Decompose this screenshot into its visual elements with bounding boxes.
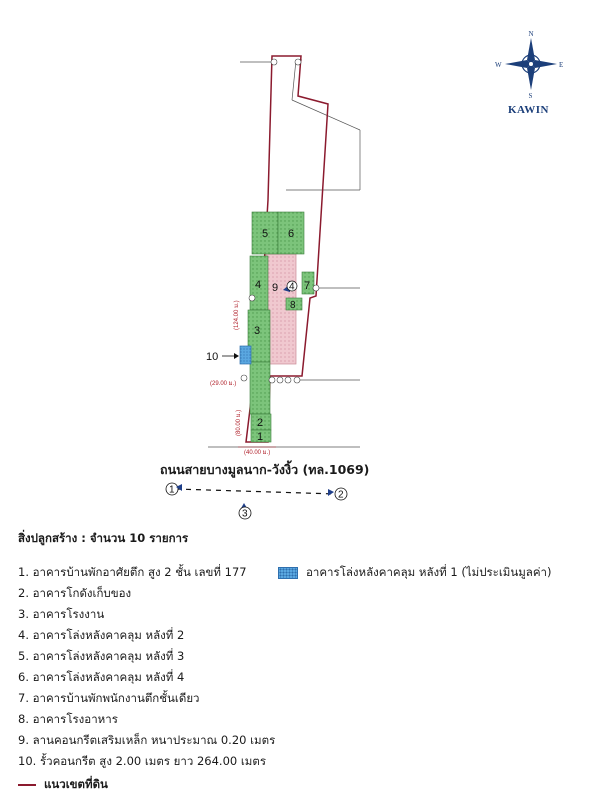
legend-item-1: 1. อาคารบ้านพักอาศัยตึก สูง 2 ชั้น เลขที… (18, 562, 588, 583)
dimension-29m: (29.00 ม.) (210, 381, 236, 387)
legend-item-9: 9. ลานคอนกรีตเสริมเหล็ก หนาประมาณ 0.20 เ… (18, 733, 276, 747)
legend-boundary-text: แนวเขตที่ดิน (44, 777, 108, 791)
compass-n: N (529, 30, 534, 38)
label-building-4: 4 (255, 279, 261, 291)
photo-point-3-label: 3 (242, 509, 248, 520)
label-building-6: 6 (288, 228, 294, 240)
label-building-8: 8 (290, 300, 296, 311)
road-name: ถนนสายบางมูลนาก-วังงิ้ว (ทล.1069) (160, 462, 370, 477)
photo-point-3: 3 (238, 503, 252, 520)
compass-s: S (529, 92, 533, 100)
legend-item-3: 3. อาคารโรงงาน (18, 607, 105, 621)
label-item-10: 10 (206, 351, 218, 363)
brand-label: KAWIN (508, 104, 550, 116)
label-building-9: 9 (272, 282, 278, 294)
legend-title: สิ่งปลูกสร้าง : จำนวน 10 รายการ (18, 531, 189, 545)
site-plan-map: 5 6 4 9 3 2 1 7 8 10 4 (124.00 ม.) (29.0… (165, 30, 563, 520)
legend-item-4: 4. อาคารโล่งหลังคาคลุม หลังที่ 2 (18, 628, 185, 642)
legend-item-5: 5. อาคารโล่งหลังคาคลุม หลังที่ 3 (18, 649, 185, 663)
building-8 (285, 297, 303, 311)
photo-point-1-label: 1 (169, 485, 175, 496)
boundary-line-swatch (18, 783, 36, 786)
photo-point-2: 2 (328, 487, 348, 501)
fence-posts (240, 58, 320, 384)
building-10-blue (239, 345, 252, 365)
label-building-2: 2 (257, 417, 263, 429)
building-7 (301, 271, 315, 295)
building-1 (250, 429, 272, 443)
dimension-80m: (80.00 ม.) (236, 410, 242, 436)
building-6 (277, 211, 305, 255)
legend: สิ่งปลูกสร้าง : จำนวน 10 รายการ 1. อาคาร… (18, 530, 588, 795)
legend-item-2: 2. อาคารโกดังเก็บของ (18, 586, 132, 600)
compass-rose-icon: N S E W (495, 30, 563, 100)
compass-w: W (495, 61, 502, 69)
legend-item-7: 7. อาคารบ้านพักพนักงานตึกชั้นเดียว (18, 691, 200, 705)
legend-item-1-text: 1. อาคารบ้านพักอาศัยตึก สูง 2 ชั้น เลขที… (18, 565, 247, 579)
building-5 (251, 211, 279, 255)
dimension-40m: (40.00 ม.) (244, 450, 270, 456)
building-3-lower (249, 361, 271, 415)
legend-item-10: 10. รั้วคอนกรีต สูง 2.00 เมตร ยาว 264.00… (18, 754, 267, 768)
compass-e: E (559, 61, 563, 69)
label-building-7: 7 (304, 280, 310, 292)
photo-path-dashed (175, 488, 337, 495)
label-building-5: 5 (262, 228, 268, 240)
legend-boundary: แนวเขตที่ดิน (18, 774, 588, 795)
legend-note: อาคารโล่งหลังคาคลุม หลังที่ 1 (ไม่ประเมิ… (278, 562, 552, 583)
label-building-1: 1 (257, 431, 263, 443)
photo-point-2-label: 2 (338, 490, 344, 501)
photo-point-1: 1 (165, 482, 182, 496)
item-10-arrowhead (234, 353, 239, 359)
dimension-124m: (124.00 ม.) (234, 300, 240, 330)
label-building-3: 3 (254, 325, 260, 337)
legend-item-8: 8. อาคารโรงอาหาร (18, 712, 118, 726)
legend-note-text: อาคารโล่งหลังคาคลุม หลังที่ 1 (ไม่ประเมิ… (306, 565, 552, 579)
photo-point-4-circle (286, 280, 298, 292)
blue-building-swatch (278, 566, 298, 579)
legend-item-6: 6. อาคารโล่งหลังคาคลุม หลังที่ 4 (18, 670, 185, 684)
photo-point-4-label: 4 (289, 282, 295, 293)
